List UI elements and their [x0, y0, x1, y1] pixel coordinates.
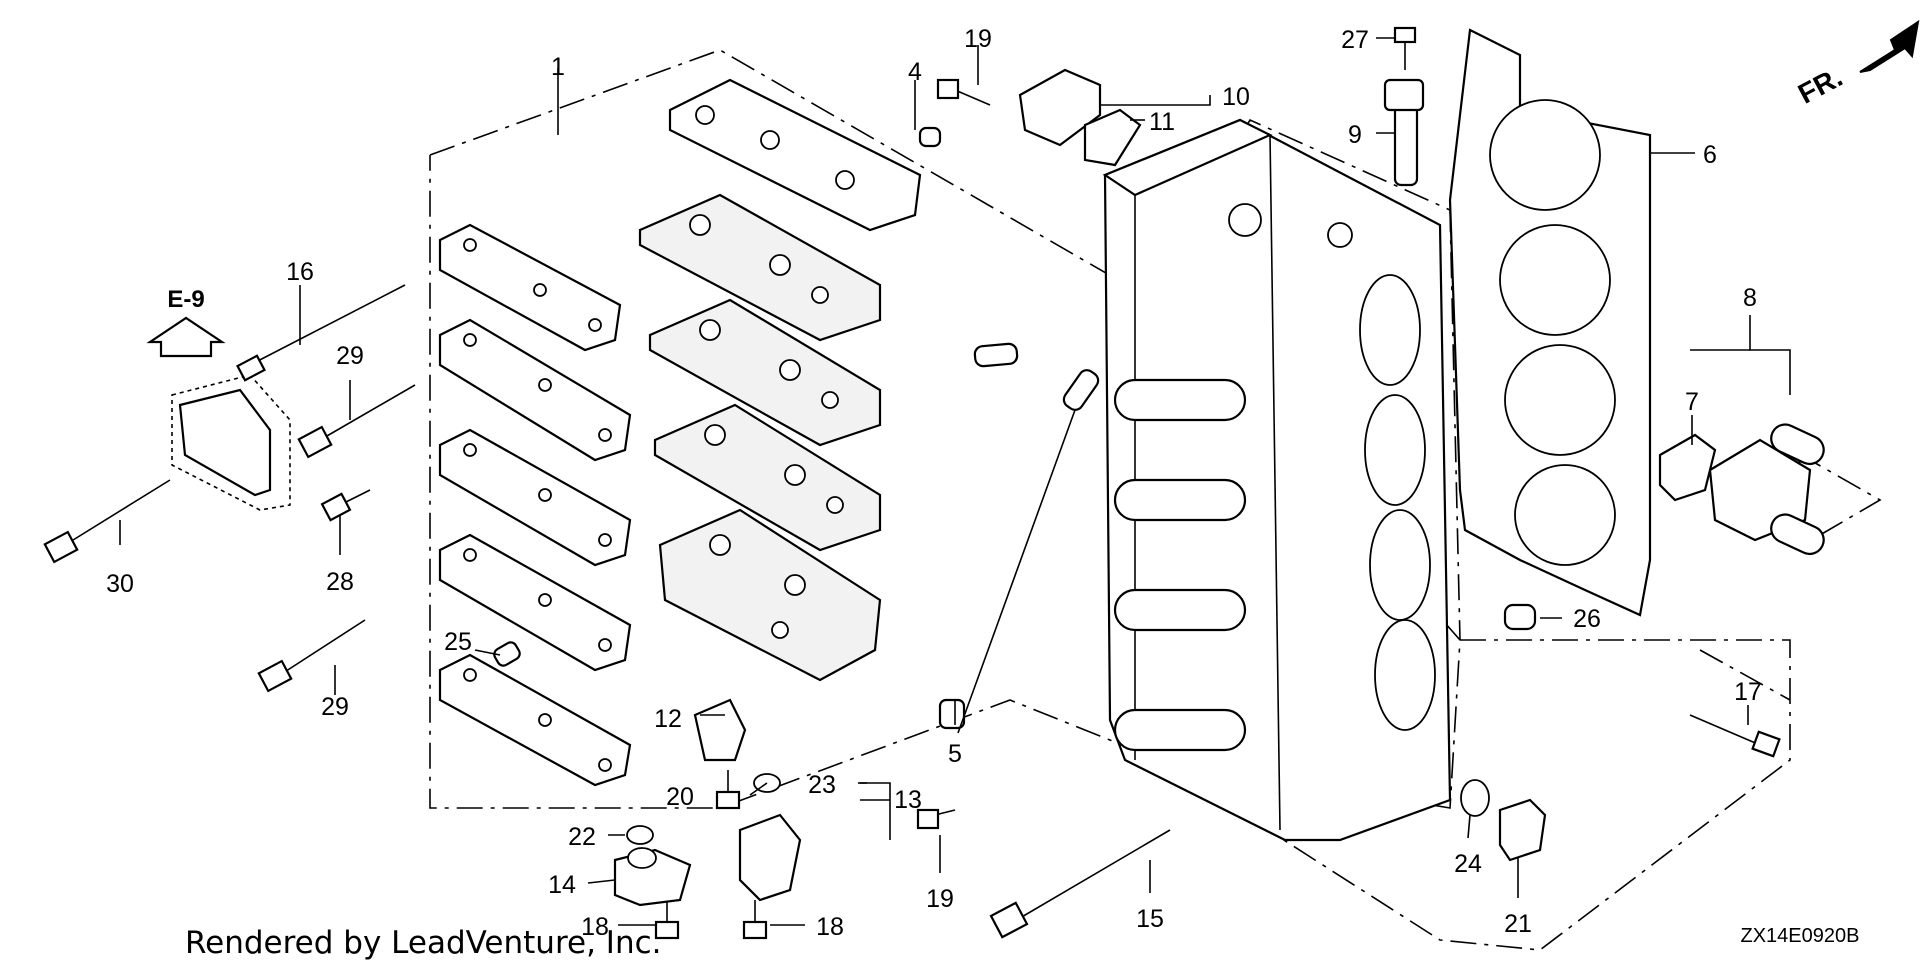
diagram-code: ZX14E0920B	[1741, 925, 1860, 947]
callout-5: 5	[948, 740, 962, 768]
front-arrow-icon	[1859, 19, 1920, 73]
rocker-holder-3	[438, 428, 632, 567]
callout-18-right: 18	[816, 913, 844, 941]
callout-13: 13	[894, 786, 922, 814]
camshaft-holder-top	[668, 78, 922, 232]
callout-22: 22	[568, 823, 596, 851]
oil-control-valve	[1708, 423, 1825, 556]
callout-19-bottom: 19	[926, 885, 954, 913]
callout-15: 15	[1136, 905, 1164, 933]
thermostat-cover	[1018, 68, 1102, 147]
callout-20: 20	[666, 783, 694, 811]
cylinder-head	[1102, 118, 1452, 842]
callout-10: 10	[1222, 83, 1250, 111]
reference-arrow-icon	[146, 316, 226, 358]
callout-30: 30	[106, 570, 134, 598]
drain-plug	[1498, 798, 1547, 862]
callout-14: 14	[548, 871, 576, 899]
sensor-bracket	[693, 698, 747, 762]
bolt-19-top	[936, 78, 991, 106]
temperature-bolt	[1393, 26, 1417, 70]
bolt-30	[43, 479, 171, 564]
credit-text: Rendered by LeadVenture, Inc.	[185, 925, 662, 960]
camshaft-holder-c	[653, 403, 882, 552]
callout-23: 23	[808, 771, 836, 799]
bolt-17	[1689, 714, 1781, 758]
oil-pressure-switch	[613, 847, 692, 907]
thermostat-gasket	[1083, 108, 1142, 167]
bolt-18-left	[654, 900, 680, 940]
callouts: 1 4 19 10 11 27 9 6 16 29 8 7 28 30 25 2…	[106, 25, 1762, 941]
bolt-29-lower	[257, 619, 366, 693]
intake-runners	[1113, 378, 1247, 752]
callout-19: 19	[964, 25, 992, 53]
callout-6: 6	[1703, 141, 1717, 169]
rocker-holder-5	[438, 653, 632, 787]
bolts	[43, 78, 1781, 940]
combustion-chambers	[1359, 274, 1436, 731]
callout-7: 7	[1685, 388, 1699, 416]
callout-29-lower: 29	[321, 693, 349, 721]
callout-29-upper: 29	[336, 342, 364, 370]
temperature-sensor	[1383, 78, 1425, 187]
callout-18-left: 18	[581, 913, 609, 941]
valve-gasket	[1658, 433, 1717, 502]
callout-17: 17	[1734, 678, 1762, 706]
washers-orings	[626, 773, 1490, 845]
leader-lines	[119, 37, 1791, 926]
callout-16: 16	[286, 258, 314, 286]
callout-21: 21	[1504, 910, 1532, 938]
rocker-holder-2	[438, 318, 632, 462]
bolt-18-right	[742, 900, 768, 940]
callout-11: 11	[1149, 108, 1175, 136]
callout-1: 1	[551, 53, 565, 81]
bolt-15	[989, 829, 1171, 939]
callout-28: 28	[326, 568, 354, 596]
bolt-29-upper	[297, 384, 416, 459]
bolt-19-bottom	[916, 808, 956, 830]
callout-8: 8	[1743, 284, 1757, 312]
rocker-holder-1	[438, 223, 622, 352]
callout-27: 27	[1341, 26, 1369, 54]
external-plate	[171, 374, 291, 511]
camshaft-holder-a	[638, 193, 882, 342]
direction-label: FR.	[1793, 61, 1847, 110]
callout-24: 24	[1454, 850, 1482, 878]
cam-pulse-sensor	[738, 813, 802, 902]
head-gasket	[1448, 28, 1652, 617]
callout-4: 4	[908, 58, 922, 86]
bolt-20	[715, 770, 741, 810]
reference-label: E-9	[167, 286, 204, 313]
rocker-holder-stack	[438, 78, 922, 787]
rocker-holder-4	[438, 533, 632, 672]
callout-12: 12	[654, 705, 682, 733]
camshaft-holder-b	[648, 298, 882, 447]
callout-26: 26	[1573, 605, 1601, 633]
bolt-16	[236, 284, 406, 382]
bolt-28	[320, 489, 371, 522]
callout-9: 9	[1348, 121, 1362, 149]
dowel-pins	[493, 126, 1537, 730]
camshaft-holder-d	[658, 508, 882, 682]
callout-25: 25	[444, 628, 472, 656]
